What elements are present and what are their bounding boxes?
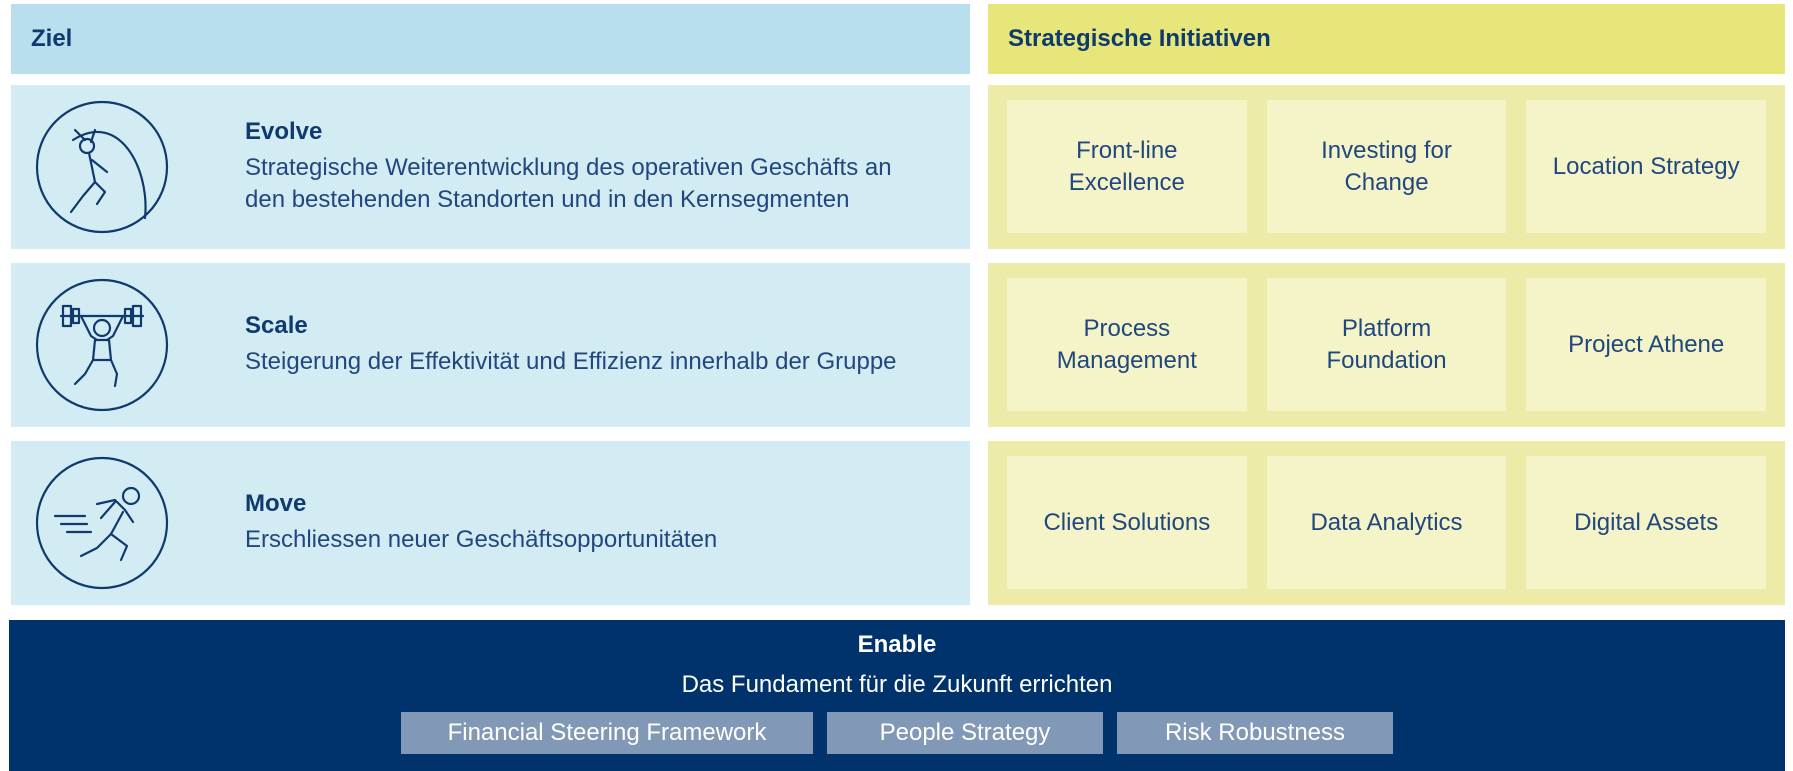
enable-item: Risk Robustness: [1117, 712, 1393, 754]
initiative-cell: Investing for Change: [1266, 100, 1507, 233]
goal-row-scale: Scale Steigerung der Effektivität und Ef…: [11, 263, 970, 427]
goal-header-label: Ziel: [31, 25, 73, 52]
enable-items: Financial Steering Framework People Stra…: [9, 712, 1785, 754]
goal-description: Erschliessen neuer Geschäftsopportunität…: [245, 526, 718, 553]
enable-title: Enable: [857, 631, 937, 658]
goal-title: Scale: [245, 312, 308, 339]
initiative-cell: Data Analytics: [1266, 456, 1507, 589]
goal-description: Strategische Weiterentwicklung des opera…: [245, 154, 892, 213]
goal-description: Steigerung der Effektivität und Effizien…: [245, 348, 897, 375]
goal-title: Move: [245, 490, 307, 517]
enable-item: Financial Steering Framework: [401, 712, 813, 754]
initiative-cell: Process Management: [1007, 278, 1247, 411]
goal-text: Evolve Strategische Weiterentwicklung de…: [245, 85, 930, 249]
goal-title: Evolve: [245, 118, 323, 145]
enable-subtitle: Das Fundament für die Zukunft errichten: [681, 671, 1113, 698]
pole-vault-icon: [35, 100, 169, 234]
weightlifter-icon: [35, 278, 169, 412]
enable-item: People Strategy: [827, 712, 1103, 754]
initiative-row-scale: Process Management Platform Foundation P…: [988, 263, 1785, 427]
goal-header: Ziel: [11, 4, 970, 74]
initiative-row-evolve: Front-line Excellence Investing for Chan…: [988, 85, 1785, 249]
goal-text: Scale Steigerung der Effektivität und Ef…: [245, 263, 930, 427]
initiative-cell: Digital Assets: [1526, 456, 1767, 589]
initiative-cell: Front-line Excellence: [1007, 100, 1247, 233]
initiative-row-move: Client Solutions Data Analytics Digital …: [988, 441, 1785, 605]
goal-text: Move Erschliessen neuer Geschäftsopportu…: [245, 441, 930, 605]
initiative-cell: Project Athene: [1526, 278, 1767, 411]
initiative-cell: Client Solutions: [1007, 456, 1247, 589]
initiatives-header-label: Strategische Initiativen: [1008, 25, 1271, 52]
initiatives-header: Strategische Initiativen: [988, 4, 1785, 74]
initiative-cell: Location Strategy: [1526, 100, 1767, 233]
goal-row-move: Move Erschliessen neuer Geschäftsopportu…: [11, 441, 970, 605]
goal-row-evolve: Evolve Strategische Weiterentwicklung de…: [11, 85, 970, 249]
enable-section: Enable Das Fundament für die Zukunft err…: [9, 620, 1785, 771]
sprinter-icon: [35, 456, 169, 590]
initiative-cell: Platform Foundation: [1266, 278, 1507, 411]
